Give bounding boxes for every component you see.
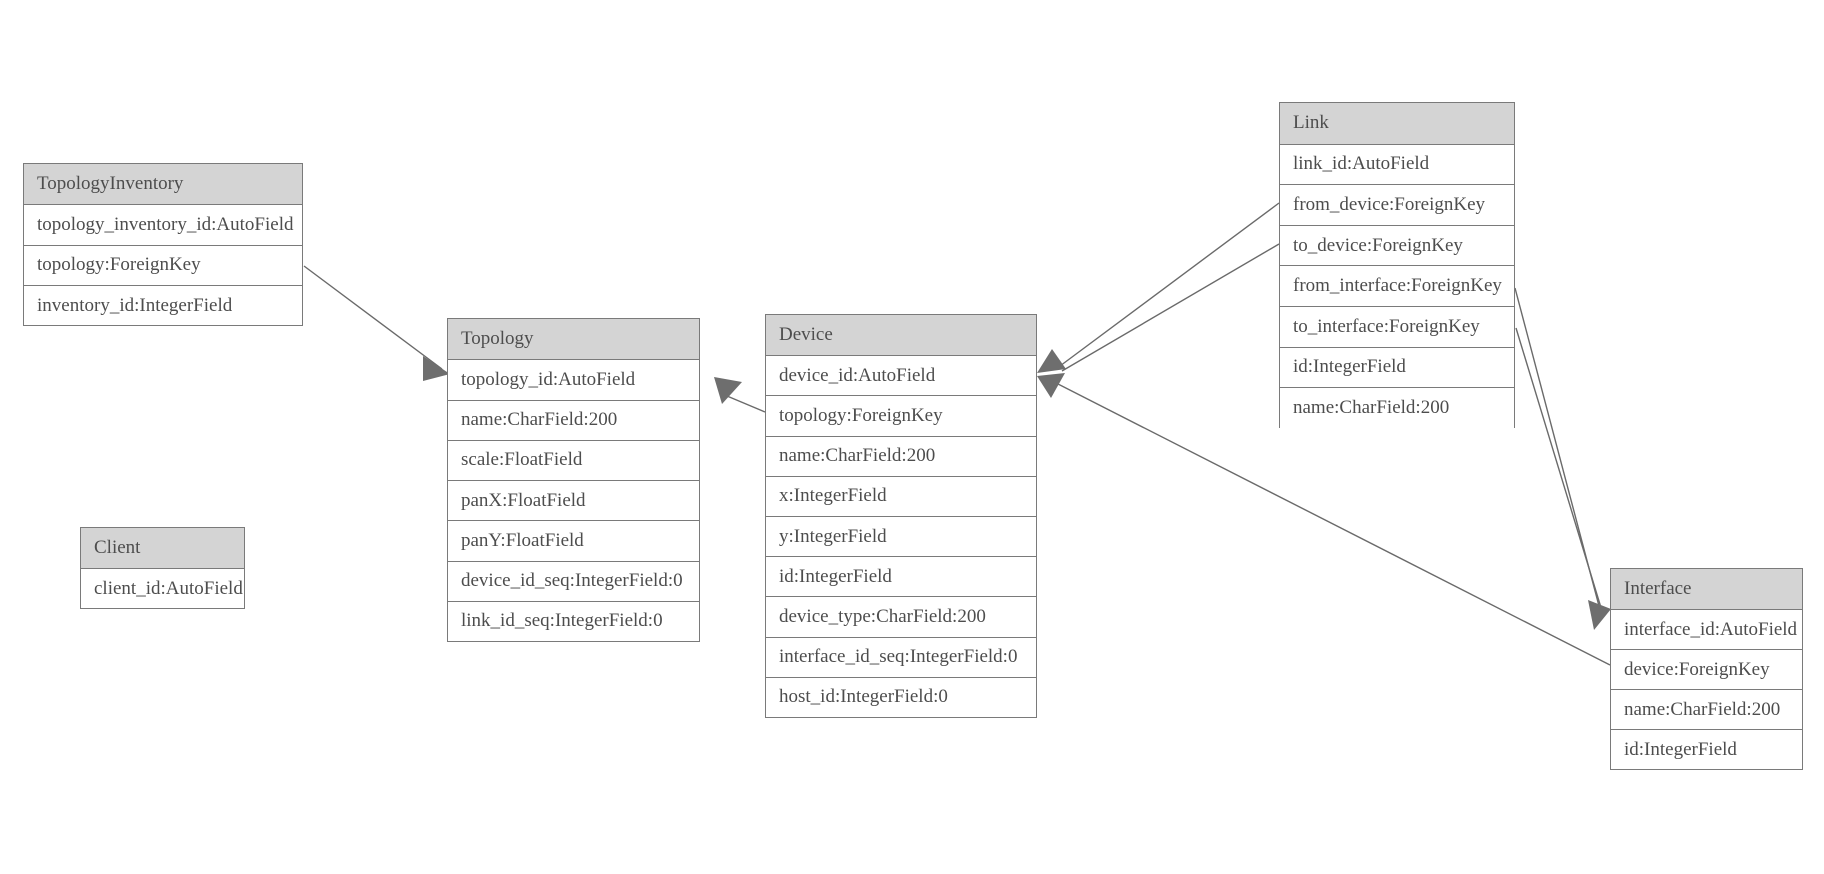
entity-field-row: id:IntegerField <box>1611 729 1802 769</box>
connector-topologyinventory-topology <box>303 265 443 370</box>
entity-field-row: name:CharField:200 <box>448 399 699 440</box>
entity-field-row: to_interface:ForeignKey <box>1280 305 1514 347</box>
entity-field-row: topology_inventory_id:AutoField <box>24 204 302 245</box>
entity-field-row: name:CharField:200 <box>1611 689 1802 729</box>
connector-link-from-device <box>1059 202 1280 367</box>
entity-field-row: y:IntegerField <box>766 515 1036 557</box>
entity-field-row: scale:FloatField <box>448 439 699 480</box>
entity-field-row: device_type:CharField:200 <box>766 596 1036 637</box>
arrow-into-topology-right-icon <box>714 377 742 404</box>
arrow-into-interface-icon <box>1588 600 1611 630</box>
entity-title: TopologyInventory <box>24 164 302 205</box>
entity-field-row: topology:ForeignKey <box>766 395 1036 436</box>
entity-field-row: device_id_seq:IntegerField:0 <box>448 560 699 601</box>
entity-field-row: interface_id:AutoField <box>1611 609 1802 649</box>
entity-field-row: client_id:AutoField <box>81 568 244 608</box>
connector-link-to-device <box>1061 243 1280 372</box>
entity-field-row: host_id:IntegerField:0 <box>766 676 1036 717</box>
entity-field-row: x:IntegerField <box>766 475 1036 516</box>
entity-field-row: link_id_seq:IntegerField:0 <box>448 600 699 641</box>
arrow-into-topology-left-icon <box>423 356 450 381</box>
entity-field-row: id:IntegerField <box>1280 346 1514 388</box>
entity-field-row: link_id:AutoField <box>1280 143 1514 185</box>
entity-field-row: device_id:AutoField <box>766 355 1036 396</box>
entity-field-row: to_device:ForeignKey <box>1280 224 1514 266</box>
entity-field-row: name:CharField:200 <box>1280 387 1514 428</box>
entity-field-row: panX:FloatField <box>448 480 699 521</box>
entity-field-row: panY:FloatField <box>448 520 699 561</box>
entity-field-row: from_interface:ForeignKey <box>1280 265 1514 306</box>
connector-interface-device <box>1057 383 1611 666</box>
entity-field-row: topology:ForeignKey <box>24 244 302 285</box>
entity-title: Client <box>81 528 244 568</box>
arrow-into-device-upper-icon <box>1037 349 1066 373</box>
entity-field-row: topology_id:AutoField <box>448 359 699 400</box>
entity-field-row: name:CharField:200 <box>766 435 1036 476</box>
connector-device-topology <box>726 395 766 413</box>
entity-title: Topology <box>448 319 699 360</box>
entity-field-row: device:ForeignKey <box>1611 649 1802 689</box>
entity-title: Link <box>1280 103 1514 144</box>
entity-field-row: from_device:ForeignKey <box>1280 184 1514 225</box>
entity-title: Interface <box>1611 569 1802 609</box>
entity-field-row: interface_id_seq:IntegerField:0 <box>766 636 1036 677</box>
connector-link-to-interface <box>1515 327 1603 612</box>
entity-title: Device <box>766 315 1036 356</box>
arrow-into-device-lower-icon <box>1037 373 1065 398</box>
entity-field-row: id:IntegerField <box>766 556 1036 597</box>
entity-field-row: inventory_id:IntegerField <box>24 284 302 326</box>
